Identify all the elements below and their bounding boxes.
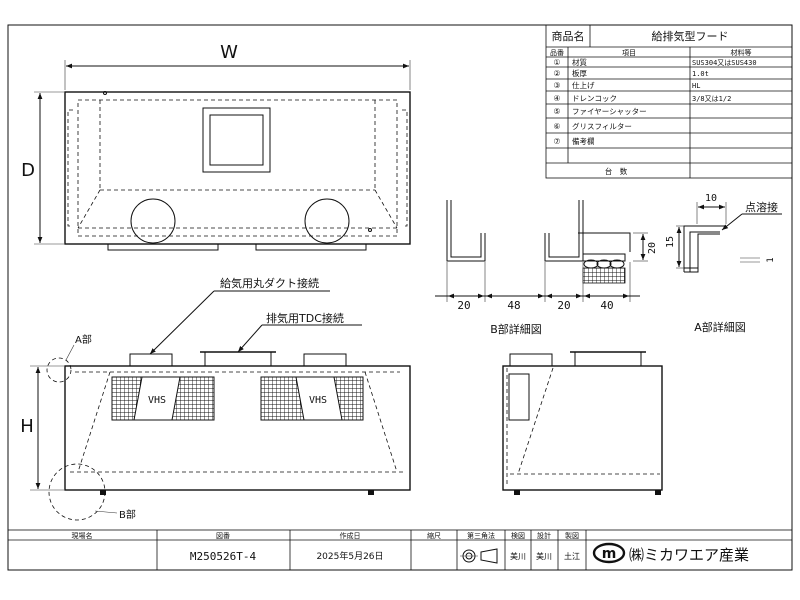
exhaust-duct-callout: 排気用TDC接続 [266,311,344,325]
date-label: 作成日 [340,531,361,540]
detail-a: 10 15 1 点溶接 A部詳細図 [665,193,782,334]
product-name: 給排気型フード [652,29,729,43]
scale-label: 縮尺 [427,531,441,540]
detail-a-width-dim: 10 [705,193,717,204]
drawing-no-label: 図番 [216,532,230,540]
row-no: ② [553,69,560,78]
drawing-no: M250526T-4 [190,550,257,563]
detail-a-thickness-dim: 1 [766,257,776,262]
row-value: HL [692,82,700,90]
spec-table: 商品名 給排気型フード 品番 項目 材料等 ① 材質 SUS304又はSUS43… [545,24,793,179]
col-material-header: 材料等 [731,48,752,57]
supply-duct-callout: 給気用丸ダクト接続 [220,276,319,290]
third-angle-projection-icon [460,548,498,564]
date-value: 2025年5月26日 [316,550,383,562]
sheet-border [7,24,793,571]
top-view: W D [21,42,411,251]
row-no: ⑦ [553,137,560,146]
drawn-name: 土江 [564,551,580,561]
detail-b-height-dim: 20 [647,242,658,254]
company-logo: m [592,542,626,564]
row-item: ファイヤーシャッター [572,107,647,116]
row-value: 1.0t [692,70,709,78]
detail-b-dim: 20 [457,299,470,312]
design-label: 設計 [537,531,551,540]
row-item: グリスフィルター [572,121,632,131]
part-a-label: A部 [75,333,92,346]
quantity-label: 台 数 [605,166,628,176]
product-name-label: 商品名 [552,29,585,43]
detail-b-dim: 20 [557,299,570,312]
title-block: 現場名 図番 M250526T-4 作成日 2025年5月26日 縮尺 第三角法… [7,529,793,571]
row-value: 3/8又は1/2 [692,95,731,103]
row-item: 板厚 [572,68,587,78]
detail-b-dim: 40 [600,299,613,312]
row-no: ① [553,58,560,67]
dim-height: H [20,416,34,437]
detail-a-height-dim: 15 [665,236,676,248]
detail-b-title: B部詳細図 [490,322,542,336]
row-no: ⑥ [553,122,560,131]
dim-width: W [220,42,238,63]
company-logo-letter: m [602,546,617,562]
part-b-label: B部 [119,508,136,521]
side-view [502,351,663,495]
filter-label-left: VHS [148,395,166,406]
col-item-header: 項目 [622,49,636,57]
design-name: 美川 [536,551,552,561]
detail-b: 20 20 48 20 40 B部詳細図 [435,200,658,336]
company-name: ㈱ミカワエア産業 [629,546,749,564]
row-no: ③ [553,81,560,90]
detail-b-dim: 48 [507,299,520,312]
front-view: H VHS VHS A部 B部 給気用丸ダクト接続 [20,276,411,521]
projection-label: 第三角法 [467,531,495,540]
detail-a-title: A部詳細図 [694,320,746,334]
row-value: SUS304又はSUS430 [692,59,757,67]
dim-depth: D [21,160,35,181]
drawn-label: 製図 [565,531,579,540]
row-no: ⑤ [553,107,560,116]
row-item: ドレンコック [572,94,617,103]
site-label: 現場名 [72,531,93,540]
check-label: 検図 [511,531,525,540]
filter-label-right: VHS [309,395,327,406]
col-no-header: 品番 [550,49,564,57]
row-no: ④ [553,94,560,103]
spot-weld-label: 点溶接 [745,200,778,214]
check-name: 美川 [510,551,526,561]
row-item: 材質 [572,57,587,67]
row-item: 仕上げ [572,80,595,90]
row-item: 備考欄 [572,136,595,146]
